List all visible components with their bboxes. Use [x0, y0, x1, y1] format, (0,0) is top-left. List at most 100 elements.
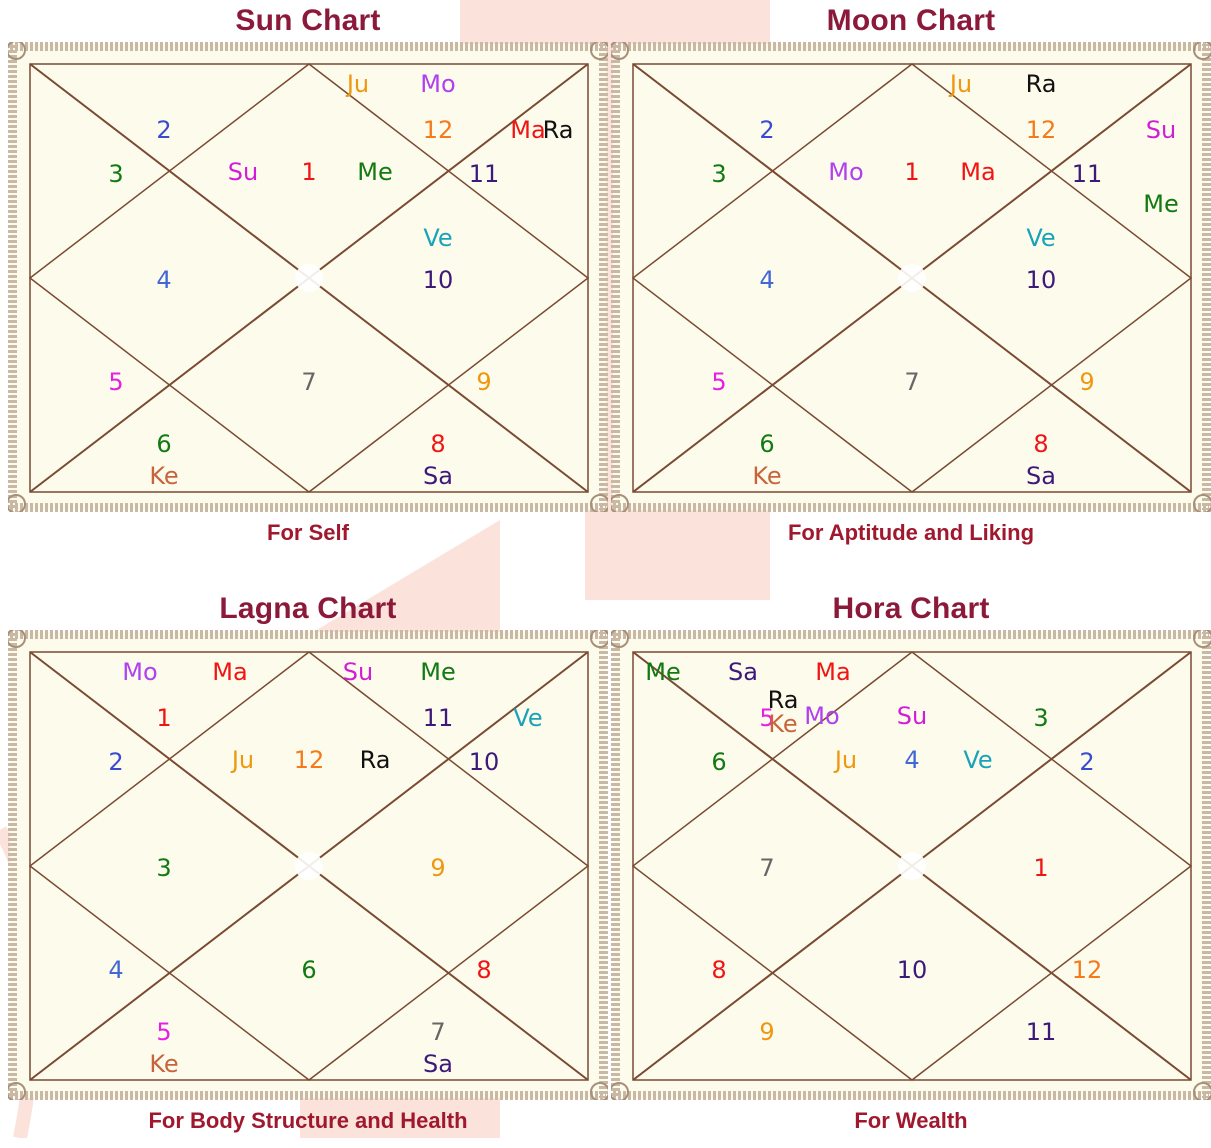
planet-label: Ra	[543, 116, 574, 144]
house-number: 8	[1033, 430, 1048, 458]
house-number: 12	[1026, 116, 1057, 144]
planet-label: Me	[420, 658, 455, 686]
house-number: 4	[156, 266, 171, 294]
house-number: 2	[759, 116, 774, 144]
planet-label: Ma	[212, 658, 247, 686]
house-number: 5	[156, 1018, 171, 1046]
center-glow	[295, 852, 323, 880]
planet-label: Me	[1143, 190, 1178, 218]
planet-label: Ju	[948, 70, 972, 98]
house-number: 1	[1033, 854, 1048, 882]
planet-label: Sa	[423, 1050, 453, 1078]
planet-label: Mo	[122, 658, 157, 686]
house-number: 7	[759, 854, 774, 882]
planet-label: Ve	[513, 704, 542, 732]
chart-subtitle: For Aptitude and Liking	[611, 520, 1211, 546]
house-number: 6	[301, 956, 316, 984]
planet-label: Ju	[230, 746, 254, 774]
house-number: 11	[1072, 160, 1103, 188]
planet-label: Su	[1146, 116, 1176, 144]
planet-label: Ve	[1026, 224, 1055, 252]
planet-label: Su	[228, 158, 258, 186]
planet-label: Ma	[960, 158, 995, 186]
center-glow	[898, 852, 926, 880]
house-number: 5	[108, 368, 123, 396]
house-number: 8	[430, 430, 445, 458]
house-number: 2	[1079, 748, 1094, 776]
planet-label: Ke	[752, 462, 781, 490]
planet-label: Ju	[833, 746, 857, 774]
planet-label: Sa	[728, 658, 758, 686]
house-number: 1	[904, 158, 919, 186]
house-number: 10	[1026, 266, 1057, 294]
chart-subtitle: For Wealth	[611, 1108, 1211, 1134]
house-number: 9	[476, 368, 491, 396]
planet-label: Su	[897, 702, 927, 730]
planet-label: Su	[343, 658, 373, 686]
house-number: 12	[294, 746, 325, 774]
house-number: 4	[108, 956, 123, 984]
house-number: 6	[759, 430, 774, 458]
planet-label: Ve	[423, 224, 452, 252]
chart-panel-sun: Sun Chart 123456789101112SuMeKeSaVeRaJuM…	[8, 0, 608, 560]
planet-label: Me	[357, 158, 392, 186]
chart-subtitle: For Body Structure and Health	[8, 1108, 608, 1134]
house-number: 4	[759, 266, 774, 294]
planet-label: Mo	[804, 702, 839, 730]
planet-label: Ma	[510, 116, 545, 144]
planet-label: Me	[645, 658, 680, 686]
planet-label: Ra	[1026, 70, 1057, 98]
planet-label: Ke	[149, 1050, 178, 1078]
house-number: 3	[108, 160, 123, 188]
house-number: 2	[108, 748, 123, 776]
planet-label: Ju	[345, 70, 369, 98]
house-number: 6	[156, 430, 171, 458]
planet-label: Sa	[423, 462, 453, 490]
house-number: 1	[156, 704, 171, 732]
house-number: 9	[1079, 368, 1094, 396]
planet-label: Mo	[828, 158, 863, 186]
planet-label: Ma	[815, 658, 850, 686]
planet-label: Mo	[420, 70, 455, 98]
chart-title: Lagna Chart	[8, 592, 608, 626]
center-glow	[295, 264, 323, 292]
house-number: 1	[301, 158, 316, 186]
house-number: 7	[904, 368, 919, 396]
house-number: 8	[711, 956, 726, 984]
house-number: 2	[156, 116, 171, 144]
chart-title: Sun Chart	[8, 4, 608, 38]
house-number: 11	[469, 160, 500, 188]
center-glow	[898, 264, 926, 292]
house-number: 6	[711, 748, 726, 776]
planet-label: Ra	[360, 746, 391, 774]
house-number: 7	[430, 1018, 445, 1046]
planet-label: Ve	[963, 746, 992, 774]
house-number: 4	[904, 746, 919, 774]
house-number: 11	[423, 704, 454, 732]
house-number: 8	[476, 956, 491, 984]
chart-title: Moon Chart	[611, 4, 1211, 38]
house-number: 3	[156, 854, 171, 882]
house-number: 10	[469, 748, 500, 776]
house-number: 9	[430, 854, 445, 882]
kundli-chart: 121234567891011JuRaMoMaKeSaSuMeVe	[8, 630, 608, 1100]
house-number: 11	[1026, 1018, 1057, 1046]
planet-label: Ke	[149, 462, 178, 490]
house-number: 10	[423, 266, 454, 294]
planet-label: Sa	[1026, 462, 1056, 490]
chart-title: Hora Chart	[611, 592, 1211, 626]
house-number: 3	[711, 160, 726, 188]
house-number: 12	[1072, 956, 1103, 984]
house-number: 12	[423, 116, 454, 144]
house-number: 10	[897, 956, 928, 984]
house-number: 5	[711, 368, 726, 396]
chart-subtitle: For Self	[8, 520, 608, 546]
house-number: 9	[759, 1018, 774, 1046]
house-number: 7	[301, 368, 316, 396]
